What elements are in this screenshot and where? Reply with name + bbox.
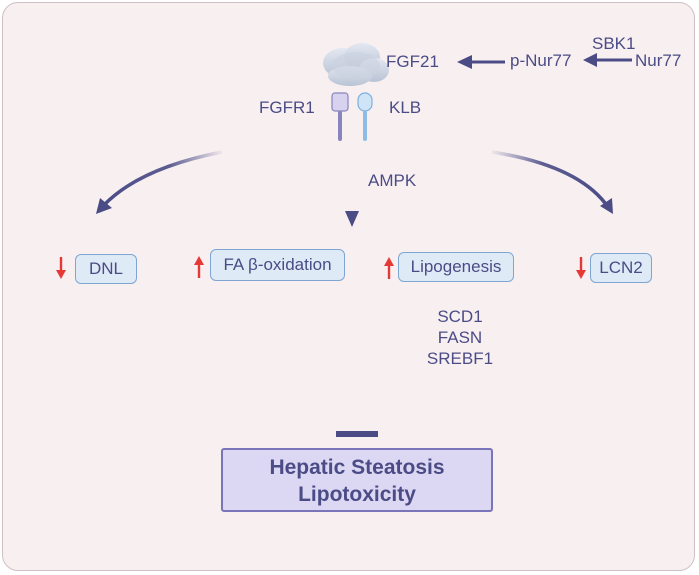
fgfr1-receptor-icon [331,92,349,141]
fgfr1-label: FGFR1 [259,98,315,117]
gene-label: SREBF1 [426,349,494,368]
pnur77-to-fgf21-arrow [457,55,505,69]
inhibition-bar [336,395,378,437]
down-arrow-icon [576,257,586,279]
nur77-label: Nur77 [635,51,682,70]
outcome-box-lipogenesis: Lipogenesis [398,252,514,282]
final-outcome-line: Lipotoxicity [298,483,416,506]
outcome-box-lcn2: LCN2 [590,253,652,283]
outcome-box-fa-beta-oxidation: FA β-oxidation [210,249,345,281]
final-outcome-box: Hepatic Steatosis Lipotoxicity [221,448,493,512]
up-arrow-icon [194,256,204,278]
lipogenesis-gene-list: SCD1 FASN SREBF1 [415,306,505,369]
ampk-label: AMPK [368,171,417,190]
fgf21-ligand-icon [323,43,389,86]
klb-receptor-icon [357,92,373,141]
gene-label: SCD1 [437,307,483,326]
up-arrow-icon [384,257,394,279]
ampk-arrow [345,155,359,227]
outcome-box-dnl: DNL [75,254,137,284]
arrow-to-dnl [96,150,223,214]
klb-label: KLB [389,98,422,117]
arrow-to-lcn2 [491,150,613,214]
down-arrow-icon [56,257,66,279]
nur77-phosphorylation-arrow [583,53,632,67]
sbk1-label: SBK1 [592,34,636,53]
p-nur77-label: p-Nur77 [510,51,572,70]
fgf21-label: FGF21 [386,52,439,71]
gene-label: FASN [437,328,483,347]
final-outcome-line: Hepatic Steatosis [269,456,445,479]
